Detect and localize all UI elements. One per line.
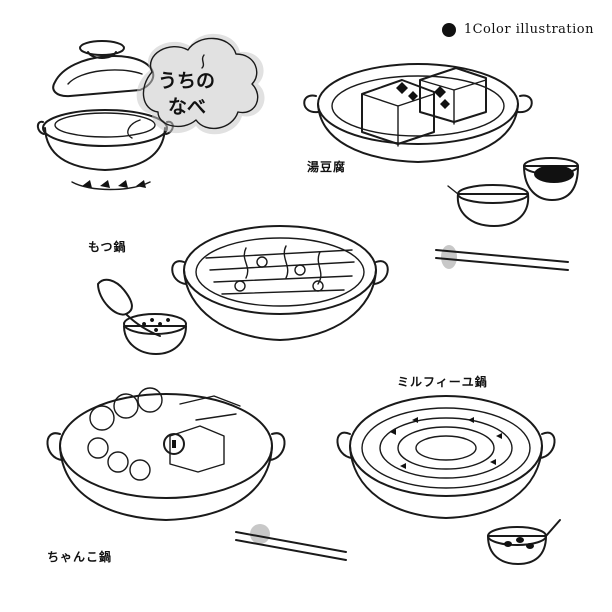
mille-feuille-nabe-illustration bbox=[336, 395, 556, 519]
title-bubble-text: うちの なべ bbox=[158, 68, 215, 120]
dipping-sauce-cups bbox=[447, 157, 579, 227]
chopsticks-upper bbox=[435, 245, 569, 271]
label-chanko: ちゃんこ鍋 bbox=[47, 550, 113, 564]
title-line-2: なべ bbox=[168, 96, 207, 118]
title-line-1: うちの bbox=[158, 70, 216, 92]
label-motsunabe: もつ鍋 bbox=[88, 240, 127, 254]
black-dot-icon bbox=[441, 22, 456, 37]
legend-text: 1Color illustration bbox=[463, 22, 594, 37]
chanko-nabe-illustration bbox=[46, 387, 286, 521]
ladle-and-bowl bbox=[97, 278, 187, 355]
label-mille-feuille: ミルフィーユ鍋 bbox=[397, 375, 488, 389]
label-yudofu: 湯豆腐 bbox=[307, 160, 347, 174]
motsunabe-illustration bbox=[171, 225, 389, 341]
legend: 1Color illustration bbox=[441, 22, 594, 37]
chopsticks-lower bbox=[235, 524, 347, 561]
yudofu-illustration bbox=[303, 63, 533, 163]
small-bowl-with-beans bbox=[487, 519, 561, 565]
title-cloud-bubble bbox=[127, 33, 265, 139]
